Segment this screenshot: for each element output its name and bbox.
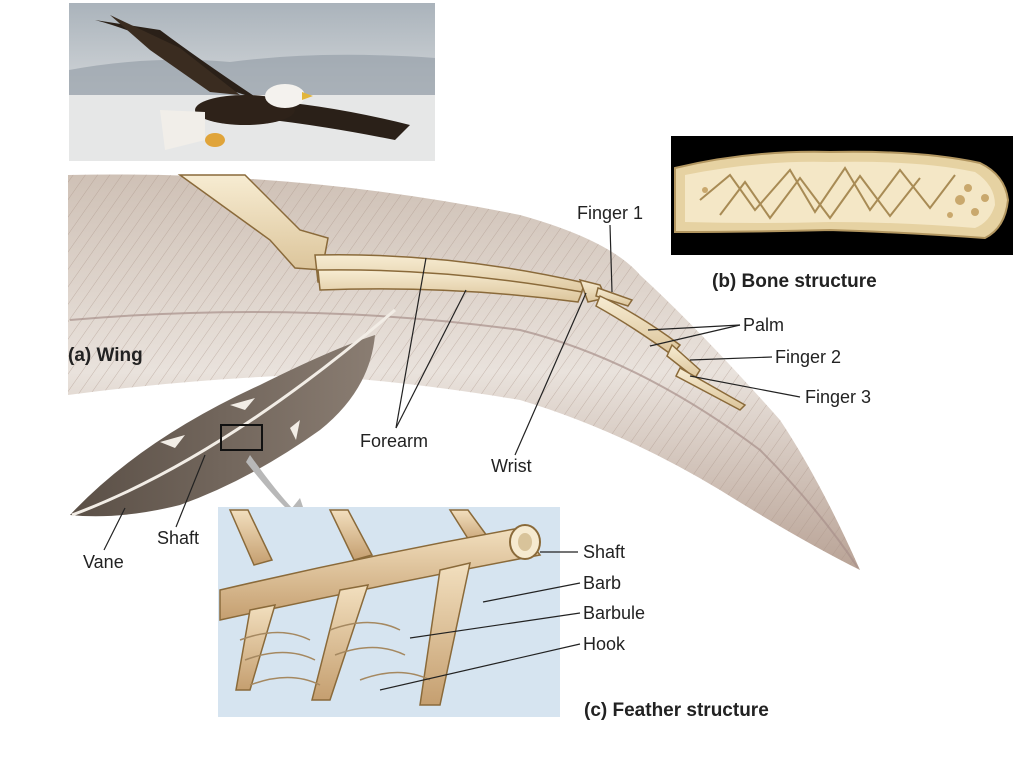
feather-zoom-box xyxy=(220,424,263,451)
feather-detail-inset xyxy=(218,507,560,717)
label-wrist: Wrist xyxy=(491,456,532,476)
label-shaft-detail: Shaft xyxy=(583,542,626,562)
wing-illustration xyxy=(68,174,860,570)
caption-feather-structure: (c) Feather structure xyxy=(584,700,769,721)
label-barbule: Barbule xyxy=(583,603,646,623)
caption-wing: (a) Wing xyxy=(68,345,143,366)
label-finger-3: Finger 3 xyxy=(805,387,872,407)
leader-lines xyxy=(103,224,801,691)
label-palm: Palm xyxy=(743,315,785,335)
eagle-photo xyxy=(69,3,435,161)
label-finger-1: Finger 1 xyxy=(577,203,644,223)
label-finger-2: Finger 2 xyxy=(775,347,842,367)
bone-cross-section-photo xyxy=(671,136,1013,255)
label-shaft: Shaft xyxy=(157,528,200,548)
label-hook: Hook xyxy=(583,634,626,654)
wing-bones xyxy=(177,174,747,411)
label-vane: Vane xyxy=(83,552,124,572)
caption-bone-structure: (b) Bone structure xyxy=(712,271,877,292)
label-forearm: Forearm xyxy=(360,431,429,451)
label-barb: Barb xyxy=(583,573,622,593)
